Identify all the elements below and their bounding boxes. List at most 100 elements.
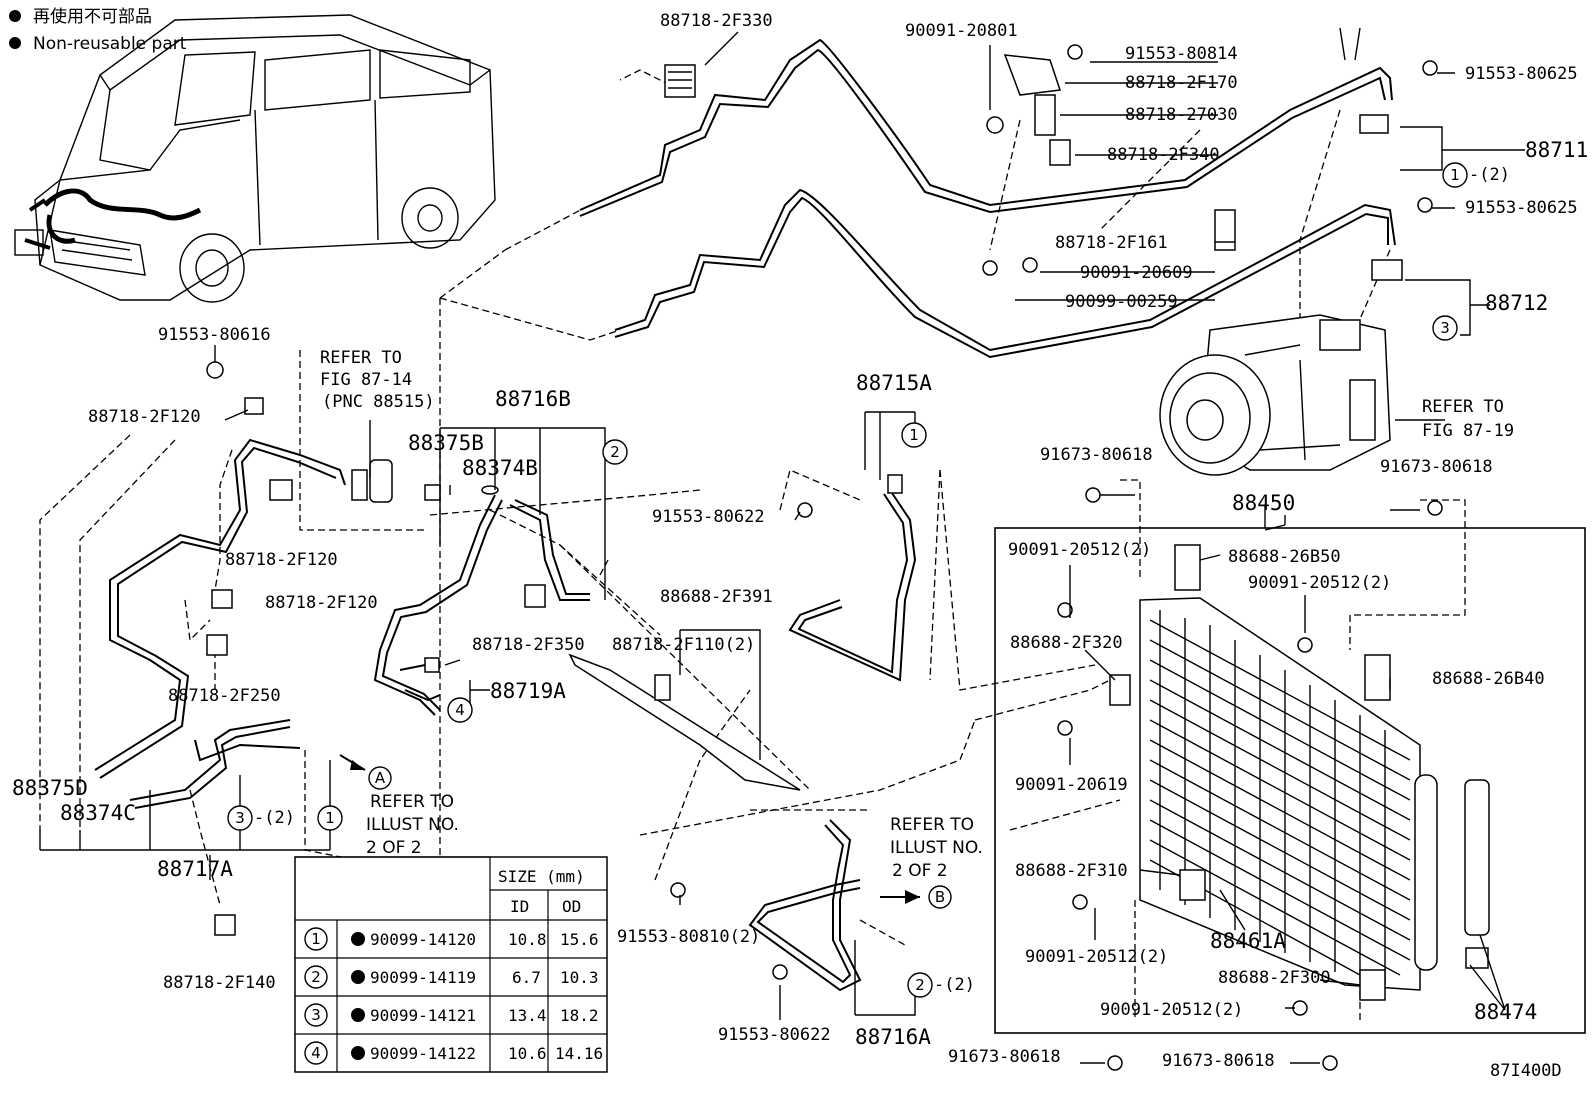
- bolt-91673-80618: [1085, 487, 1101, 503]
- label-90091-20512-c: 90091-20512(2): [1025, 947, 1168, 967]
- label-88688-26B40: 88688-26B40: [1432, 669, 1545, 689]
- label-88450: 88450: [1232, 491, 1295, 515]
- svg-text:-(2): -(2): [934, 975, 975, 995]
- svg-text:90099-14121: 90099-14121: [370, 1006, 476, 1025]
- label-88461A: 88461A: [1210, 929, 1286, 953]
- clamp-88718-2F330: [664, 64, 696, 98]
- ac-pipe-highlight: [43, 188, 202, 221]
- label-91553-80616: 91553-80616: [158, 325, 271, 345]
- legend: 再使用不可部品 Non-reusable part: [9, 6, 187, 54]
- label-91553-80625-b: 91553-80625: [1465, 198, 1578, 218]
- label-88715A: 88715A: [856, 371, 932, 395]
- figure-code: 87I400D: [1490, 1061, 1562, 1081]
- clip-88718-2F110: [654, 674, 671, 701]
- label-88718-2F330: 88718-2F330: [660, 11, 773, 31]
- bracket-88688-2F391: [568, 653, 801, 791]
- pipe-88711: [579, 38, 1393, 217]
- label-91553-80622-b: 91553-80622: [718, 1025, 831, 1045]
- svg-text:3: 3: [235, 809, 245, 827]
- refer-arrow-B: B: [880, 885, 952, 909]
- label-90091-20609: 90091-20609: [1080, 263, 1193, 283]
- bolt-91553-80616: [206, 361, 224, 379]
- ref-illust-a-line-1: REFER TO: [370, 792, 454, 812]
- label-90091-20512-b: 90091-20512(2): [1248, 573, 1391, 593]
- non-reusable-dot-icon: [9, 10, 21, 22]
- bracket-88688-2F310: [1179, 869, 1206, 901]
- receiver-tank: [1414, 774, 1438, 971]
- svg-text:15.6: 15.6: [560, 930, 599, 949]
- bracket-88688-26B40: [1364, 654, 1391, 701]
- clamp-88718-2F140: [214, 914, 236, 936]
- svg-text:90099-14119: 90099-14119: [370, 968, 476, 987]
- table-header-id: ID: [510, 897, 529, 916]
- label-88718-2F120-c: 88718-2F120: [265, 593, 378, 613]
- oring-88374B: [481, 485, 499, 495]
- clamp-88718-2F120: [269, 479, 293, 501]
- label-88716A: 88716A: [855, 1025, 931, 1049]
- table-row: 3 90099-14121 13.4 18.2: [304, 1003, 599, 1027]
- label-88688-2F320: 88688-2F320: [1010, 633, 1123, 653]
- svg-text:3: 3: [311, 1006, 321, 1024]
- label-91673-80618-c: 91673-80618: [948, 1047, 1061, 1067]
- bolt-91673-80618: [1322, 1055, 1338, 1071]
- bolt-90091-20512: [1292, 1000, 1308, 1016]
- bolt-90091-20512: [1297, 637, 1313, 653]
- pipe-88717A: [94, 438, 346, 809]
- clamp-88718-2F350: [524, 584, 546, 608]
- label-88718-2F250: 88718-2F250: [168, 686, 281, 706]
- ref-fig-87-19-line-1: REFER TO: [1422, 397, 1504, 417]
- bolt-91553-80625: [1417, 197, 1433, 213]
- label-91673-80618: 91673-80618: [1040, 445, 1153, 465]
- label-91553-80814: 91553-80814: [1125, 44, 1238, 64]
- svg-text:90099-14120: 90099-14120: [370, 930, 476, 949]
- svg-text:18.2: 18.2: [560, 1006, 599, 1025]
- compressor-88450: [1159, 314, 1391, 476]
- svg-text:-(2): -(2): [1469, 165, 1510, 185]
- refer-arrow-A: A: [339, 754, 392, 790]
- table-row: 1 90099-14120 10.8 15.6: [304, 927, 599, 951]
- svg-text:10.6: 10.6: [508, 1044, 547, 1063]
- plug-88375B: [424, 484, 441, 501]
- leader-lines: [39, 27, 1525, 1064]
- ref-illust-a-line-2: ILLUST NO.: [366, 815, 459, 835]
- bolt-91673-80618: [1427, 500, 1443, 516]
- svg-text:2: 2: [311, 968, 321, 986]
- svg-text:4: 4: [455, 701, 465, 719]
- svg-text:14.16: 14.16: [555, 1044, 603, 1063]
- svg-text:6.7: 6.7: [512, 968, 541, 987]
- fitting-88715A: [887, 474, 903, 494]
- clamp-88718-2F120: [211, 589, 233, 609]
- non-reusable-dot-icon: [351, 970, 365, 984]
- svg-text:1: 1: [909, 426, 919, 444]
- pressure-switch: [369, 459, 393, 503]
- bracket-88688-26B50: [1174, 544, 1201, 591]
- svg-text:90099-14122: 90099-14122: [370, 1044, 476, 1063]
- table-row: 4 90099-14122 10.6 14.16: [304, 1041, 603, 1065]
- clamp-88718-2F250: [206, 634, 228, 656]
- bolt-90091-20609: [1022, 257, 1038, 273]
- label-88718-2F170: 88718-2F170: [1125, 73, 1238, 93]
- clamp-88718-2F340: [1049, 139, 1071, 166]
- ref-illust-b-line-2: ILLUST NO.: [890, 838, 983, 858]
- fitting-88711: [1359, 114, 1389, 134]
- bolt-91553-80814: [1067, 44, 1083, 60]
- non-reusable-dot-icon: [351, 1008, 365, 1022]
- label-88688-2F391: 88688-2F391: [660, 587, 773, 607]
- bolt-91553-80622: [797, 502, 813, 518]
- label-88711: 88711: [1525, 138, 1588, 162]
- ref-marker-a-text: A: [375, 769, 386, 787]
- bolt-90091-20619: [1057, 720, 1073, 736]
- clamp-88718-2F161: [1214, 209, 1236, 251]
- label-88718-2F340: 88718-2F340: [1107, 145, 1220, 165]
- bolt-90099-00259: [982, 260, 998, 276]
- label-91553-80625: 91553-80625: [1465, 64, 1578, 84]
- pipe-88712: [614, 188, 1396, 359]
- label-88688-2F310: 88688-2F310: [1015, 861, 1128, 881]
- pipe-88716A: [748, 819, 862, 992]
- non-reusable-dot-icon: [9, 37, 21, 49]
- label-90091-20512: 90091-20512(2): [1008, 540, 1151, 560]
- label-90091-20619: 90091-20619: [1015, 775, 1128, 795]
- label-88375B: 88375B: [408, 431, 484, 455]
